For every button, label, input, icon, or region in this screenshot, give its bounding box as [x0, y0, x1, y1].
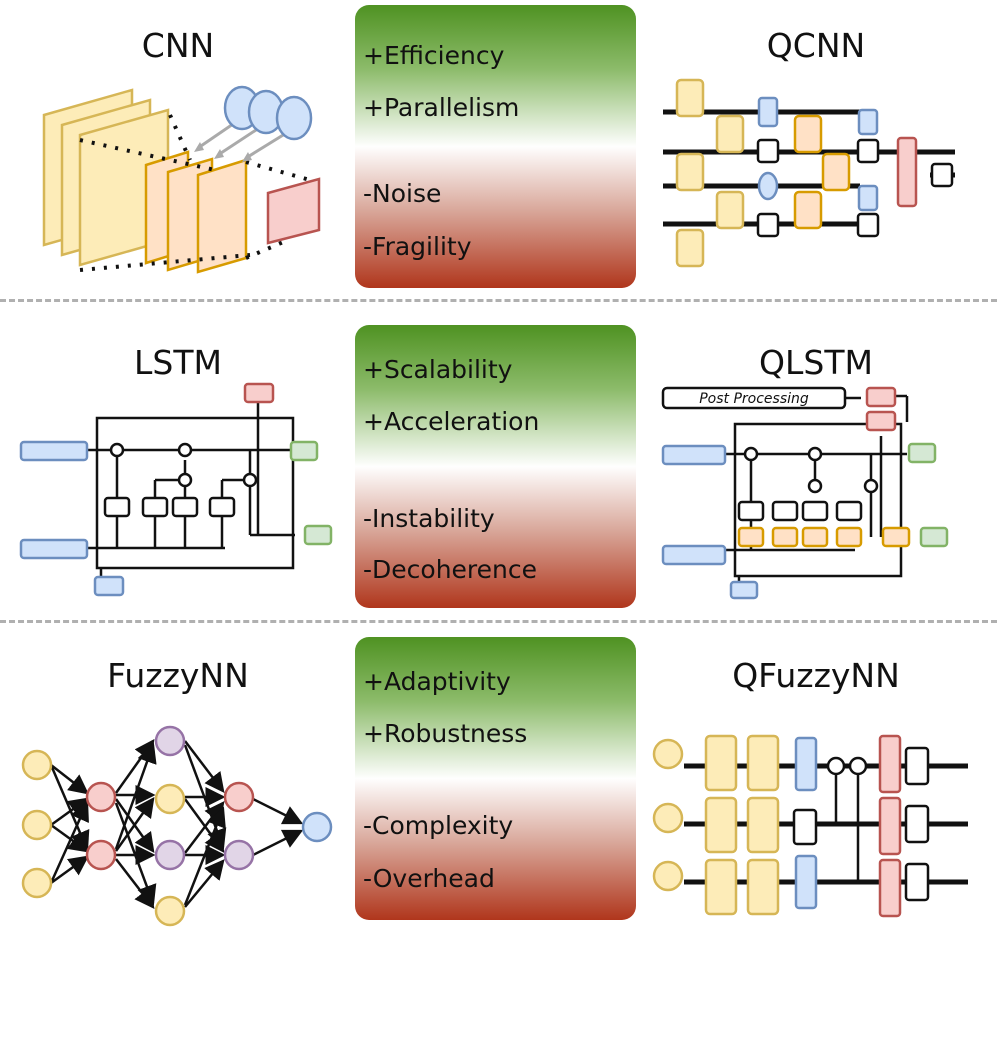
qcnn-title: QCNN	[766, 26, 866, 65]
qfuzzynn-title: QFuzzyNN	[732, 656, 900, 695]
pro-item: +Parallelism	[363, 93, 520, 122]
fuzzynn-cons-box: -Complexity -Overhead	[355, 778, 636, 920]
lstm-diagram	[19, 382, 333, 597]
cnn-pros-box: +Efficiency +Parallelism	[355, 5, 636, 147]
fuzzynn-title: FuzzyNN	[107, 656, 249, 695]
divider	[0, 620, 997, 627]
cnn-cons-box: -Noise -Fragility	[355, 146, 636, 288]
con-item: -Overhead	[363, 864, 495, 893]
con-item: -Complexity	[363, 811, 514, 840]
fuzzynn-diagram	[21, 725, 333, 927]
pro-item: +Scalability	[363, 355, 513, 384]
qlstm-diagram: Post Processing	[661, 386, 949, 600]
qfuzzynn-diagram	[652, 734, 968, 918]
cnn-title: CNN	[141, 26, 215, 65]
qlstm-title: QLSTM	[759, 343, 873, 382]
cnn-diagram	[42, 85, 321, 274]
qcnn-diagram	[663, 78, 955, 268]
post-processing-label: Post Processing	[699, 391, 809, 407]
fuzzynn-pros-box: +Adaptivity +Robustness	[355, 637, 636, 779]
con-item: -Instability	[363, 504, 495, 533]
con-item: -Fragility	[363, 232, 472, 261]
lstm-pros-box: +Scalability +Acceleration	[355, 325, 636, 467]
divider	[0, 299, 997, 306]
pro-item: +Robustness	[363, 719, 528, 748]
pro-item: +Acceleration	[363, 407, 540, 436]
lstm-cons-box: -Instability -Decoherence	[355, 466, 636, 608]
con-item: -Noise	[363, 179, 442, 208]
lstm-title: LSTM	[134, 343, 222, 382]
con-item: -Decoherence	[363, 555, 537, 584]
pro-item: +Efficiency	[363, 41, 505, 70]
pro-item: +Adaptivity	[363, 667, 511, 696]
